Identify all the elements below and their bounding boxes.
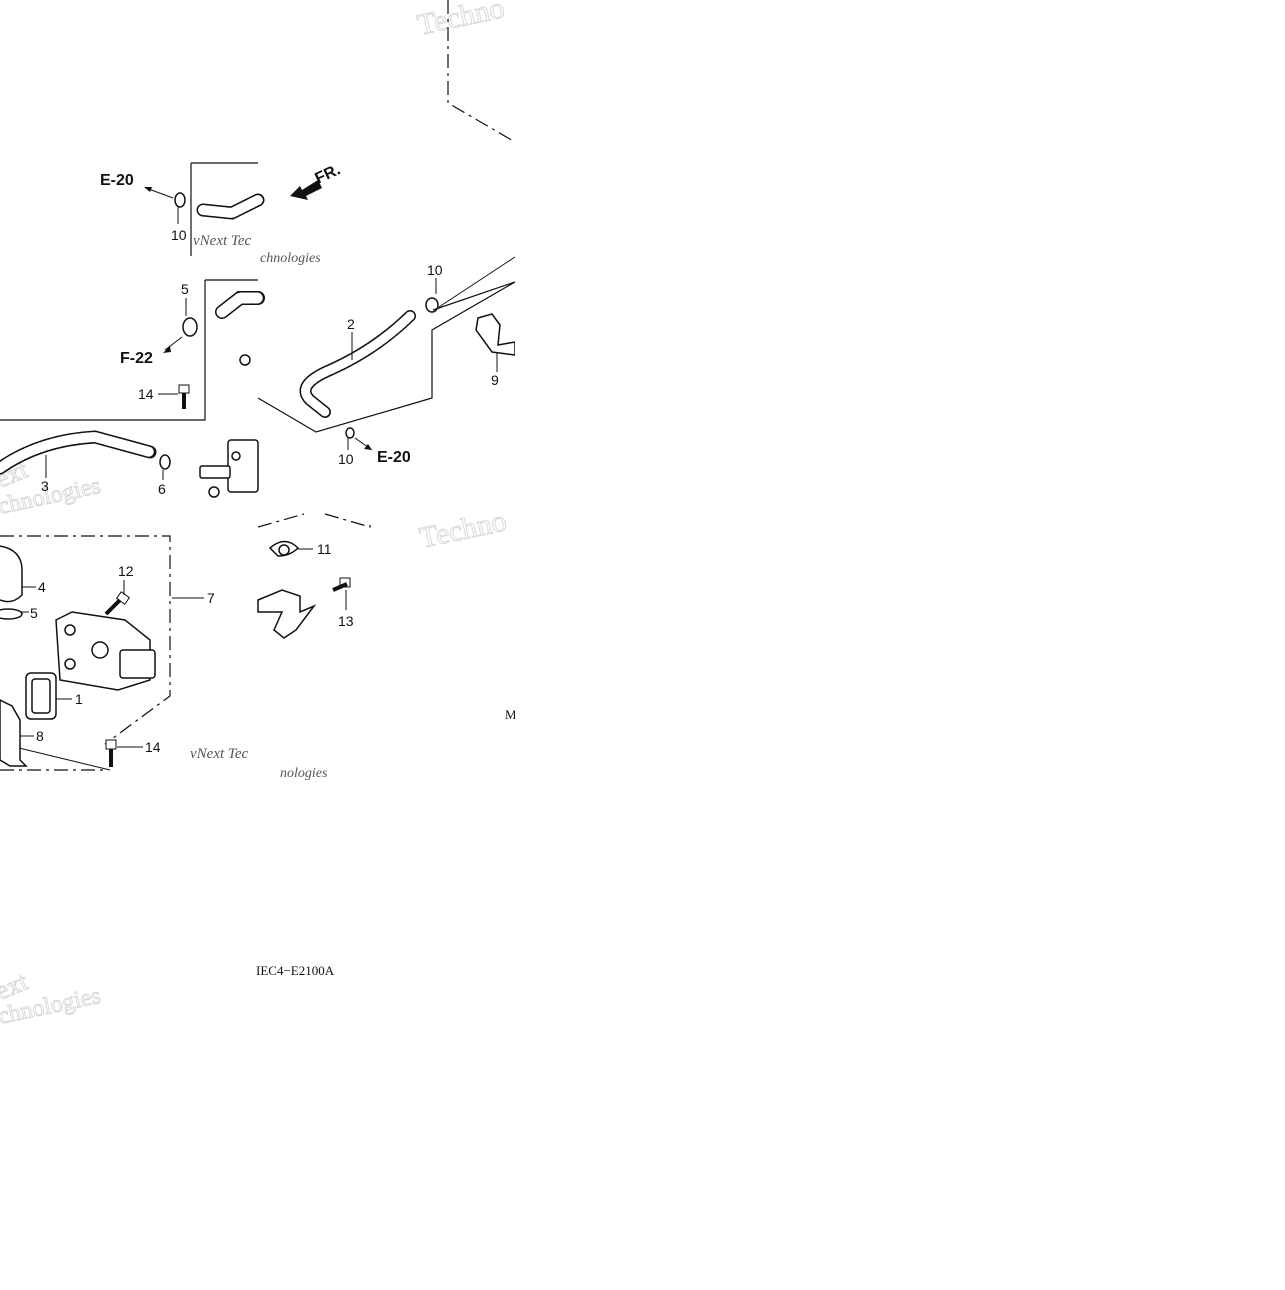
part-label-8: 8 xyxy=(36,728,44,744)
part-label-14: 14 xyxy=(145,739,161,755)
hose-2 xyxy=(299,310,416,418)
hose-3 xyxy=(0,430,157,475)
box-upper xyxy=(190,162,258,256)
ref-label-e20: E-20 xyxy=(100,172,134,189)
clamp-group xyxy=(159,192,439,470)
part-8-body xyxy=(0,699,28,767)
reference-labels: E-20 F-22 E-20 xyxy=(100,172,411,466)
part-label-7: 7 xyxy=(207,590,215,606)
gasket-1 xyxy=(25,672,57,720)
clip-11 xyxy=(268,540,300,557)
part-label-10: 10 xyxy=(171,227,187,243)
part-label-11: 11 xyxy=(317,541,332,557)
part-label-10: 10 xyxy=(338,451,354,467)
watermark-layer: Techno vNext Tec chnologies ext chnologi… xyxy=(0,0,510,1030)
part-label-9: 9 xyxy=(491,372,499,388)
iacv-body xyxy=(55,611,156,691)
clamp-10-lower-icon xyxy=(345,427,355,439)
part-label-14: 14 xyxy=(138,386,154,402)
part-label-12: 12 xyxy=(118,563,134,579)
box-right-hose xyxy=(257,281,516,433)
corner-mark: M xyxy=(505,707,517,722)
diagram-code: IEC4−E2100A xyxy=(256,963,335,978)
part-label-2: 2 xyxy=(347,316,355,332)
clamp-6-icon xyxy=(159,454,171,470)
part-4-cover xyxy=(0,545,23,603)
part-label-6: 6 xyxy=(158,481,166,497)
part-label-3: 3 xyxy=(41,478,49,494)
part-label-4: 4 xyxy=(38,579,46,595)
part-label-5: 5 xyxy=(181,281,189,297)
oring-5-lower xyxy=(0,608,23,620)
ref-label-f22: F-22 xyxy=(120,350,153,367)
watermark-text: chnologies xyxy=(260,251,321,266)
clamp-10-top-icon xyxy=(174,192,186,208)
front-arrow-label: FR. xyxy=(313,161,344,187)
watermark-text: Techno xyxy=(417,504,510,555)
clamp-10-right-icon xyxy=(425,297,439,313)
bolt-13-icon xyxy=(332,577,351,592)
leader-arrowheads xyxy=(144,187,372,450)
part-label-13: 13 xyxy=(338,613,354,629)
blank-area xyxy=(515,0,1285,1285)
box-center xyxy=(0,279,258,421)
leader-lines xyxy=(18,187,516,771)
watermark-text: vNext Tec xyxy=(193,233,252,249)
part-label-5: 5 xyxy=(30,605,38,621)
box-lower-right xyxy=(257,513,371,528)
ref-label-e20: E-20 xyxy=(377,449,411,466)
watermark-text: Techno xyxy=(415,0,508,42)
hose-center xyxy=(215,291,265,319)
part-number-labels: 10 5 14 3 6 4 5 12 7 1 8 14 2 10 9 10 11… xyxy=(30,227,499,755)
clamp-center-icon xyxy=(239,354,251,366)
group-outlines xyxy=(0,0,516,771)
bolt-14-lower-icon xyxy=(105,739,117,767)
valve-body-center xyxy=(199,439,259,498)
bolt-14-upper-icon xyxy=(178,384,190,409)
bracket-lower xyxy=(257,589,317,639)
bracket-frame xyxy=(432,281,516,311)
watermark-text: vNext Tec xyxy=(190,746,249,762)
box-iacv xyxy=(0,535,171,745)
front-arrow-icon: FR. xyxy=(290,161,343,200)
part-label-10: 10 xyxy=(427,262,443,278)
part-label-1: 1 xyxy=(75,691,83,707)
watermark-text: nologies xyxy=(280,766,328,781)
clamp-5-icon xyxy=(182,317,198,337)
frame-line-top xyxy=(447,0,516,143)
bolt-12-icon xyxy=(104,591,131,616)
bracket-9 xyxy=(475,313,516,356)
hose-upper xyxy=(196,193,265,220)
